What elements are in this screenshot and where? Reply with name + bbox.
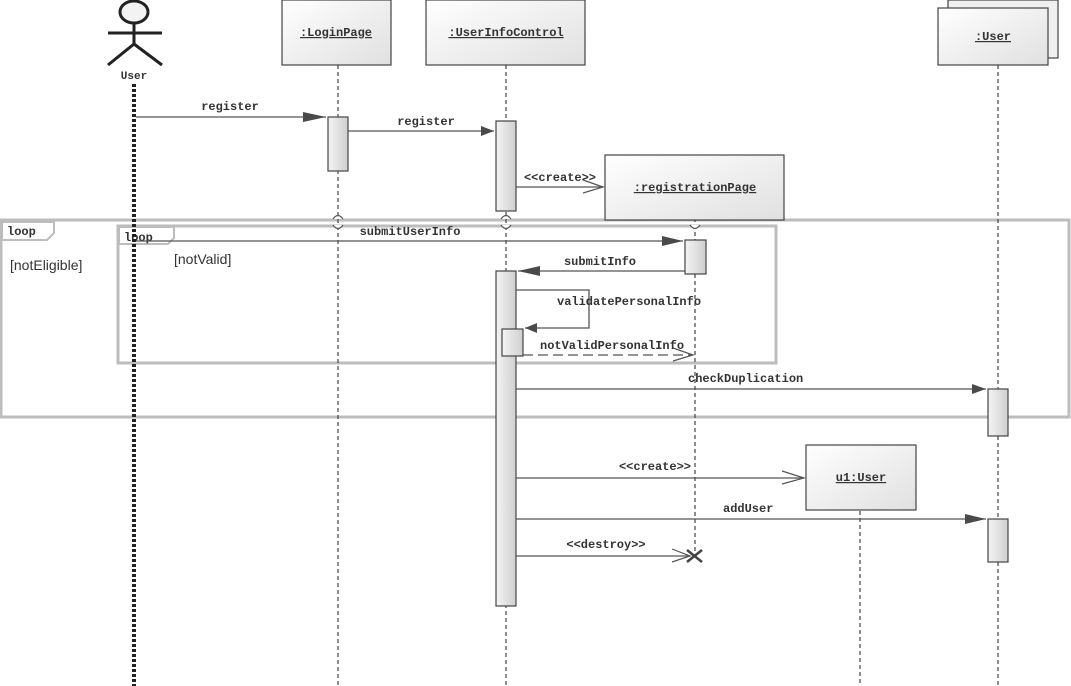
activation-bars — [327, 116, 1009, 607]
fragment-outer-operator: loop — [7, 225, 36, 239]
open-arrowhead-icon — [672, 347, 695, 362]
activation-usercollection-2 — [987, 518, 1009, 563]
message-checkduplication[interactable]: checkDuplication — [516, 372, 986, 394]
fragment-outer-loop[interactable]: loop [notEligible] — [0, 218, 1071, 419]
filled-arrowhead-icon — [303, 112, 326, 122]
lifeline-head-loginpage[interactable]: :LoginPage — [281, 0, 392, 66]
activation-userinfocontrol-nested — [501, 328, 524, 357]
lifeline-u1user-label: u1:User — [836, 471, 886, 485]
message-submituserinfo[interactable]: submitUserInfo — [136, 225, 683, 246]
fragment-outer-frame — [0, 218, 1071, 419]
message-label: <<create>> — [619, 460, 691, 474]
message-adduser[interactable]: addUser — [516, 502, 986, 524]
lifeline-head-u1user[interactable]: u1:User — [805, 444, 917, 511]
filled-arrowhead-icon — [518, 266, 540, 276]
message-label: <<destroy>> — [566, 538, 645, 552]
message-validatepersonalinfo[interactable]: validatePersonalInfo — [516, 289, 701, 333]
message-label: register — [201, 100, 259, 114]
fragment-outer-guard: [notEligible] — [10, 257, 82, 273]
fragment-outer-tab — [1, 221, 55, 241]
lifeline-head-registrationpage[interactable]: :registrationPage — [604, 154, 785, 221]
filled-arrowhead-icon — [481, 126, 494, 136]
message-label: validatePersonalInfo — [557, 295, 701, 309]
lifeline-usercollection-label: :User — [975, 30, 1011, 44]
message-submitinfo[interactable]: submitInfo — [518, 255, 685, 276]
activation-userinfocontrol-1 — [495, 120, 517, 212]
message-register-1[interactable]: register — [136, 100, 326, 122]
filled-arrowhead-icon — [972, 384, 986, 394]
message-label: <<create>> — [524, 171, 596, 185]
lifeline-loginpage-label: :LoginPage — [300, 26, 372, 40]
message-label: notValidPersonalInfo — [540, 339, 684, 353]
message-notvalidpersonalinfo[interactable]: notValidPersonalInfo — [523, 339, 695, 362]
message-create-registrationpage[interactable]: <<create>> — [516, 171, 605, 194]
lifeline-registrationpage-label: :registrationPage — [634, 181, 756, 195]
actor-figure-icon — [107, 0, 163, 67]
fragment-inner-operator: loop — [124, 231, 153, 245]
fragment-inner-guard: [notValid] — [174, 251, 231, 267]
message-label: submitUserInfo — [360, 225, 461, 239]
activation-userinfocontrol-2 — [495, 270, 517, 607]
filled-arrowhead-icon — [525, 323, 537, 333]
actor-user[interactable]: User — [107, 0, 163, 83]
lifeline-userinfocontrol-label: :UserInfoControl — [448, 26, 563, 40]
filled-arrowhead-icon — [965, 514, 986, 524]
open-arrowhead-icon — [781, 470, 807, 485]
message-label: register — [397, 115, 455, 129]
message-destroy-registrationpage[interactable]: <<destroy>> — [516, 538, 703, 563]
activation-loginpage — [327, 116, 349, 172]
message-create-u1user[interactable]: <<create>> — [516, 460, 807, 485]
open-arrowhead-icon — [671, 548, 692, 563]
fragment-inner-frame — [116, 224, 778, 365]
destroy-x-icon — [686, 549, 703, 563]
actor-user-label: User — [121, 71, 147, 83]
filled-arrowhead-icon — [662, 236, 683, 246]
message-label: submitInfo — [564, 255, 636, 269]
activation-usercollection-1 — [987, 388, 1009, 437]
message-register-2[interactable]: register — [348, 115, 494, 136]
open-arrowhead-icon — [582, 179, 605, 194]
activation-registrationpage — [684, 239, 707, 275]
lifeline-head-usercollection[interactable]: :User — [937, 0, 1059, 66]
lifeline-head-userinfocontrol[interactable]: :UserInfoControl — [425, 0, 586, 66]
message-label: addUser — [723, 502, 773, 516]
message-label: checkDuplication — [688, 372, 803, 386]
